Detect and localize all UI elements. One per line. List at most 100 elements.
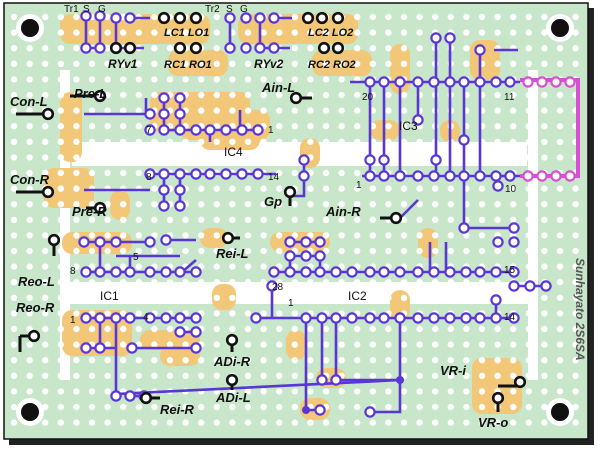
magenta-pad [564,76,576,88]
pin-label-ic4-7: 7 [146,125,152,136]
via-pad [490,170,502,182]
pin-label-tr2: Tr2 [205,4,220,15]
via-pad [504,170,516,182]
mount-hole-bottom-left [16,398,44,426]
via-pad [124,312,136,324]
via-pad [144,124,156,136]
via-pad [190,124,202,136]
via-pad [94,10,106,22]
label-lc1-lo1: LC1 LO1 [164,27,209,39]
via-pad [508,236,520,248]
via-pad [252,124,264,136]
trace [370,318,402,414]
lead-pad [123,41,137,55]
lead-pad [93,201,107,215]
lead-pad [173,11,187,25]
via-pad [458,76,470,88]
via-pad [94,342,106,354]
mount-hole-top-right [546,14,574,42]
via-pad [430,32,442,44]
via-pad [174,184,186,196]
via-pad [492,180,504,192]
via-pad [240,12,252,24]
via-pad [190,168,202,180]
traces [78,10,576,418]
via-pad [94,312,106,324]
via-pad [412,76,424,88]
mount-hole-top-left [16,14,44,42]
label-ryv2: RYv2 [254,57,284,71]
via-pad [490,76,502,88]
via-pad [490,266,502,278]
lead-pad [389,211,403,225]
via-pad [300,266,312,278]
via-pad [268,12,280,24]
copper-pad [64,126,76,156]
via-pad [204,168,216,180]
pin-label-ic3-20: 20 [362,92,374,103]
ic4-label: IC4 [224,145,243,159]
pin-label-ic1-8: 8 [70,266,76,277]
label-ain-l: Ain-L [261,80,295,95]
via-pad [190,326,202,338]
pin-label-ic1-1: 1 [70,315,76,326]
label-rc2-ro2: RC2 RO2 [308,59,356,71]
via-pad [94,42,106,54]
label-gp: Gp [264,194,282,209]
via-pad [284,266,296,278]
via-pad [110,390,122,402]
via-pad [220,124,232,136]
via-pad [254,12,266,24]
via-pad [158,200,170,212]
ic1-label: IC1 [100,289,119,303]
pin-label-ic2-1: 1 [288,298,294,309]
mount-hole-bottom-right [546,398,574,426]
via-pad [508,280,520,292]
via-pad [314,404,326,416]
via-pad [110,266,122,278]
pin-label-ic3-1: 1 [356,180,362,191]
component-leads [16,11,527,412]
lead-pad [93,89,107,103]
copper-pad [110,190,130,220]
via-pad [144,312,156,324]
pin-label-ic2-28: 28 [272,282,284,293]
label-ryv1: RYv1 [108,57,138,71]
magenta-pad [522,170,534,182]
via-pad [316,312,328,324]
via-pad [224,42,236,54]
via-pad [394,312,406,324]
via-pad [460,312,472,324]
via-pad [346,312,358,324]
pin-label-ic3-11: 11 [504,92,515,103]
pin-label-ic3-10: 10 [505,184,517,195]
lead-pad [315,11,329,25]
via-pad [364,312,376,324]
label-ain-r: Ain-R [325,204,361,219]
via-pad [174,92,186,104]
via-pad [80,42,92,54]
via-pad [204,124,216,136]
lead-pad [27,329,41,343]
via-pad [314,236,326,248]
via-pad [378,312,390,324]
via-pad [266,280,278,292]
via-pad [236,124,248,136]
via-pad [378,76,390,88]
copper-pad [60,14,210,44]
magenta-jumper [520,78,580,178]
via-pad [174,200,186,212]
via-pad [144,108,156,120]
via-pad [330,312,342,324]
via-pad [124,390,136,402]
via-pad [364,406,376,418]
label-rei-r: Rei-R [160,402,195,417]
via-pad [224,12,236,24]
via-pad [428,266,440,278]
label-vr-o: VR-o [478,415,508,430]
magenta-pad [536,170,548,182]
via-pad [364,266,376,278]
via-pad [364,154,376,166]
via-pad [394,76,406,88]
